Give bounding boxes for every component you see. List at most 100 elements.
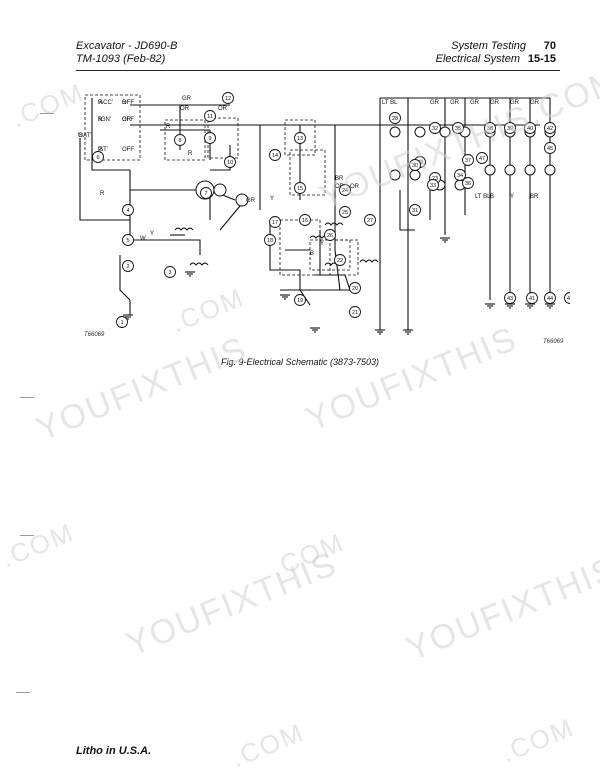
- callout-bubble: 20: [349, 282, 361, 294]
- callout-bubble: 34: [454, 169, 466, 181]
- callout-number: 16: [302, 218, 308, 224]
- wire-label: OFF: [122, 100, 134, 106]
- callout-bubble: 3: [164, 266, 176, 278]
- callout-number: 34: [457, 173, 463, 179]
- header-rule: [76, 70, 560, 71]
- ground-symbol: [375, 329, 385, 335]
- header-left: Excavator - JD690-B TM-1093 (Feb-82): [76, 40, 177, 66]
- callout-number: 33: [430, 183, 436, 189]
- callout-bubble: 38: [484, 122, 496, 134]
- ground-symbol: [185, 271, 195, 277]
- callout-number: 6: [96, 155, 99, 161]
- callout-number: 4: [126, 208, 129, 214]
- ground-symbol: [440, 237, 450, 243]
- coil: [174, 227, 194, 231]
- ground-symbol: [403, 329, 413, 335]
- callout-bubble: 14: [269, 149, 281, 161]
- callout-number: 22: [337, 258, 343, 264]
- wire-label: R: [98, 117, 103, 123]
- coil: [324, 222, 344, 226]
- callout-number: 27: [367, 218, 373, 224]
- callout-bubble: 6: [92, 151, 104, 163]
- callout-bubble: 42: [544, 122, 556, 134]
- wire: [210, 145, 231, 171]
- callout-bubble: 43: [504, 292, 516, 304]
- wire-label: GR: [246, 198, 256, 204]
- wire: [79, 138, 130, 221]
- schematic-component: [484, 164, 496, 176]
- callout-number: 18: [267, 238, 273, 244]
- wire: [91, 98, 130, 171]
- callout-bubble: 24: [339, 184, 351, 196]
- schematic-component: [409, 169, 421, 181]
- page-number: 15-15: [527, 53, 556, 65]
- wire: [269, 220, 301, 290]
- callout-bubble: 2: [122, 260, 134, 272]
- callout-number: 14: [272, 153, 278, 159]
- callout-number: 21: [352, 310, 358, 316]
- wire-label: B: [310, 251, 314, 257]
- callout-bubble: 45: [544, 142, 556, 154]
- wire-label: 'BAT': [78, 133, 92, 139]
- wire-label: R: [122, 100, 127, 106]
- wire-label: OR: [218, 106, 228, 112]
- wire-label: LT BL: [382, 100, 398, 106]
- callout-number: 5: [126, 238, 129, 244]
- subsection-title: Electrical System: [435, 53, 520, 65]
- wire-label: W: [140, 236, 146, 242]
- wire-label: 'IGN': [98, 117, 111, 123]
- callout-number: 45: [547, 146, 553, 152]
- callout-bubble: 5: [122, 234, 134, 246]
- wire-label: OR: [350, 184, 360, 190]
- wire: [130, 239, 201, 255]
- wire-label: 'ACC': [98, 100, 113, 106]
- callout-number: 43: [507, 296, 513, 302]
- callout-number: 24: [342, 188, 348, 194]
- schematic-component: [414, 126, 426, 138]
- callout-bubble: 4: [122, 204, 134, 216]
- footer-litho: Litho in U.S.A.: [76, 745, 152, 757]
- callout-number: 17: [272, 220, 278, 226]
- callout-number: 32: [432, 126, 438, 132]
- watermark: .COM: [226, 716, 309, 774]
- callout-number: 15: [297, 186, 303, 192]
- wire-label: GR: [182, 96, 192, 102]
- callout-number: 10: [227, 160, 233, 166]
- callout-number: 8: [178, 138, 181, 144]
- manual-title: Excavator - JD690-B: [76, 40, 178, 52]
- figure-caption: Fig. 9-Electrical Schematic (3873-7503): [220, 357, 380, 367]
- wire-label: R: [100, 191, 105, 197]
- ground-symbol: [280, 294, 290, 300]
- callout-bubble: 35: [452, 122, 464, 134]
- wire-label: GR: [122, 117, 132, 123]
- callout-bubble: 36: [462, 177, 474, 189]
- callout-number: 19: [297, 298, 303, 304]
- callout-bubble: 11: [204, 110, 216, 122]
- callout-number: 36: [465, 181, 471, 187]
- component-outline: [279, 219, 321, 276]
- wire-label: GR: [470, 100, 480, 106]
- callout-number: 2: [126, 264, 129, 270]
- callout-number: 38: [487, 126, 493, 132]
- callout-bubble: 46: [564, 292, 570, 304]
- wire-label: Y: [510, 194, 514, 200]
- component-outline: [84, 94, 141, 161]
- schematic-component: [504, 164, 516, 176]
- callout-bubble: 32: [429, 122, 441, 134]
- callout-bubble: 37: [462, 154, 474, 166]
- component-outline: [284, 119, 316, 156]
- margin-mark: [16, 692, 30, 693]
- component-outline: [329, 239, 359, 276]
- coil: [359, 259, 379, 263]
- watermark: .COM: [266, 526, 349, 584]
- watermark: .COM: [496, 711, 579, 769]
- callout-number: 1: [120, 320, 123, 326]
- callout-bubble: 19: [294, 294, 306, 306]
- callout-number: 12: [225, 96, 231, 102]
- callout-number: 35: [455, 126, 461, 132]
- section-title: System Testing: [451, 40, 526, 52]
- schematic-component: [213, 183, 227, 197]
- callout-bubble: 15: [294, 182, 306, 194]
- callout-bubble: 25: [339, 206, 351, 218]
